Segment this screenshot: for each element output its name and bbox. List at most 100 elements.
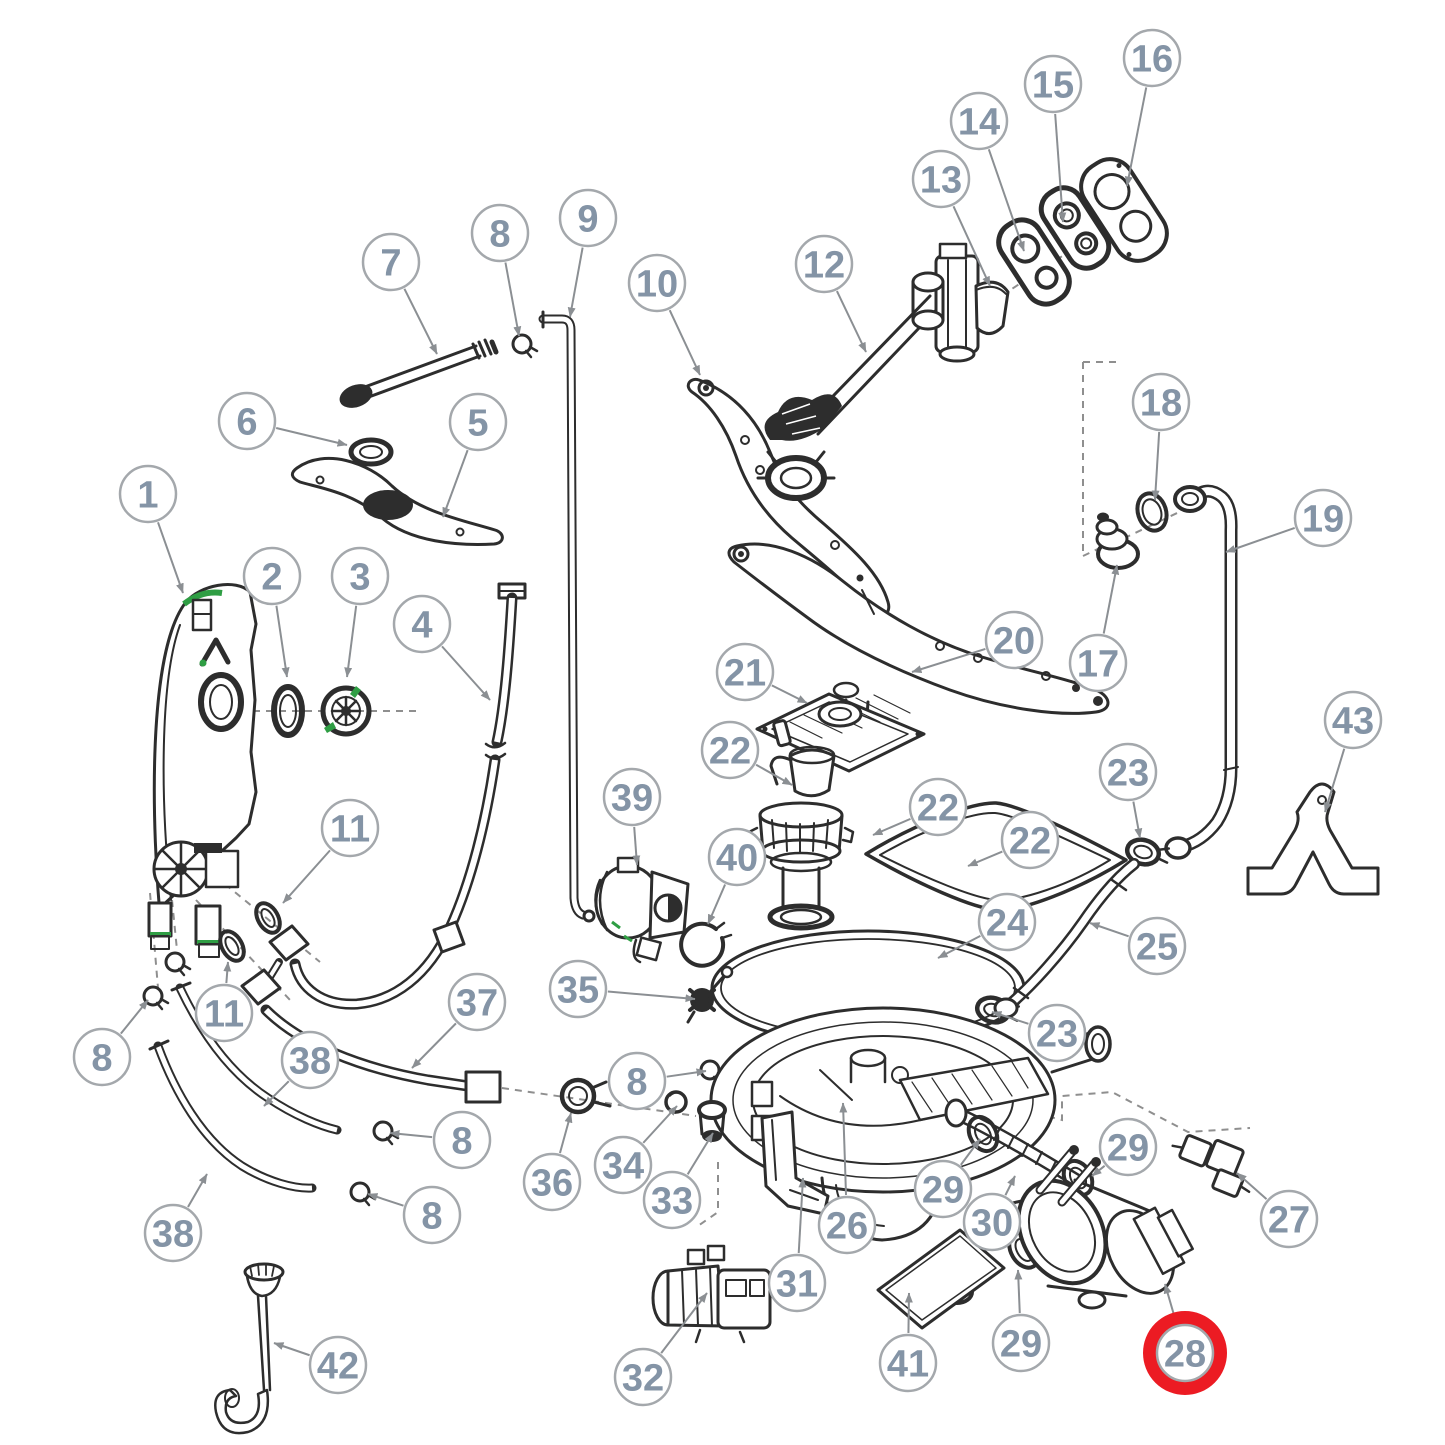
leader-line bbox=[389, 1129, 433, 1139]
callout-24[interactable]: 24 bbox=[937, 892, 1037, 959]
callout-22-2[interactable]: 22 bbox=[872, 777, 968, 837]
callout-number: 20 bbox=[993, 621, 1035, 663]
callout-37[interactable]: 37 bbox=[411, 972, 507, 1069]
callout-circle bbox=[402, 1185, 462, 1245]
leader-line bbox=[686, 1132, 714, 1175]
callout-23-2[interactable]: 23 bbox=[991, 1003, 1087, 1063]
callout-circle bbox=[613, 1347, 673, 1407]
callout-circle bbox=[1098, 1117, 1158, 1177]
callout-2[interactable]: 2 bbox=[242, 546, 302, 678]
leader-line bbox=[707, 884, 727, 925]
callout-number: 29 bbox=[922, 1170, 964, 1212]
callout-31[interactable]: 31 bbox=[767, 1177, 827, 1313]
callout-36[interactable]: 36 bbox=[522, 1112, 582, 1212]
callout-18[interactable]: 18 bbox=[1131, 372, 1191, 501]
callout-number: 19 bbox=[1302, 499, 1344, 541]
leader-line bbox=[275, 427, 348, 447]
callout-12[interactable]: 12 bbox=[794, 234, 867, 353]
leader-line bbox=[157, 521, 184, 594]
callout-number: 38 bbox=[289, 1041, 331, 1083]
callout-8-5[interactable]: 8 bbox=[367, 1185, 462, 1245]
callout-15[interactable]: 15 bbox=[1023, 54, 1083, 223]
callout-16[interactable]: 16 bbox=[1122, 28, 1182, 187]
callout-11[interactable]: 11 bbox=[282, 798, 380, 904]
part-art-small-hoses bbox=[148, 901, 342, 1435]
callout-32[interactable]: 32 bbox=[613, 1292, 708, 1407]
callout-4[interactable]: 4 bbox=[392, 594, 491, 701]
callout-7[interactable]: 7 bbox=[361, 232, 438, 355]
callout-23[interactable]: 23 bbox=[1098, 742, 1158, 839]
callout-circle bbox=[707, 827, 767, 887]
leader-line bbox=[1151, 431, 1161, 501]
callout-number: 33 bbox=[651, 1181, 693, 1223]
leader-line bbox=[1054, 113, 1067, 223]
callout-22-3[interactable]: 22 bbox=[967, 810, 1060, 870]
callout-circle bbox=[715, 642, 775, 702]
callout-30[interactable]: 30 bbox=[962, 1175, 1022, 1252]
callout-39[interactable]: 39 bbox=[602, 767, 662, 866]
callout-circle bbox=[602, 767, 662, 827]
callout-number: 38 bbox=[152, 1214, 194, 1256]
callout-43[interactable]: 43 bbox=[1323, 690, 1383, 813]
callout-3[interactable]: 3 bbox=[330, 546, 390, 678]
callout-1[interactable]: 1 bbox=[118, 464, 184, 594]
callout-34[interactable]: 34 bbox=[593, 1105, 678, 1195]
callout-29-3[interactable]: 29 bbox=[991, 1269, 1051, 1373]
callout-17[interactable]: 17 bbox=[1068, 564, 1128, 693]
callout-number: 21 bbox=[724, 653, 766, 695]
callout-number: 32 bbox=[622, 1358, 664, 1400]
leader-line bbox=[403, 288, 438, 355]
part-art-lower-spray-arm bbox=[291, 437, 504, 546]
callout-number: 34 bbox=[602, 1146, 644, 1188]
callout-number: 18 bbox=[1140, 383, 1182, 425]
callout-42[interactable]: 42 bbox=[273, 1335, 368, 1395]
callout-38[interactable]: 38 bbox=[263, 1030, 340, 1107]
leader-line bbox=[660, 1292, 708, 1354]
callout-21[interactable]: 21 bbox=[715, 642, 808, 704]
callout-19[interactable]: 19 bbox=[1225, 488, 1353, 553]
callout-number: 8 bbox=[91, 1038, 112, 1080]
callout-22[interactable]: 22 bbox=[700, 720, 793, 786]
callout-20[interactable]: 20 bbox=[911, 610, 1044, 673]
callout-number: 14 bbox=[958, 102, 1000, 144]
callout-5[interactable]: 5 bbox=[442, 392, 508, 518]
callout-6[interactable]: 6 bbox=[217, 391, 348, 451]
leader-line bbox=[187, 1173, 208, 1208]
callout-35[interactable]: 35 bbox=[548, 959, 696, 1019]
part-art-mount-bracket bbox=[1246, 782, 1380, 896]
callout-29-2[interactable]: 29 bbox=[1091, 1117, 1158, 1177]
callout-13[interactable]: 13 bbox=[911, 149, 991, 287]
part-art-pump-housing bbox=[147, 583, 258, 958]
callout-circle bbox=[767, 1253, 827, 1313]
callout-circle bbox=[308, 1335, 368, 1395]
callout-14[interactable]: 14 bbox=[949, 91, 1025, 252]
callout-number: 8 bbox=[489, 214, 510, 256]
leader-line bbox=[1323, 748, 1346, 813]
leader-line bbox=[666, 1068, 707, 1078]
callout-27[interactable]: 27 bbox=[1236, 1172, 1319, 1249]
leader-line bbox=[411, 1022, 457, 1069]
callout-11-2[interactable]: 11 bbox=[194, 961, 254, 1043]
callout-8-3[interactable]: 8 bbox=[607, 1051, 707, 1111]
callout-41[interactable]: 41 bbox=[878, 1292, 938, 1393]
callout-circle bbox=[1323, 690, 1383, 750]
leader-line bbox=[839, 1102, 848, 1196]
callout-33[interactable]: 33 bbox=[642, 1132, 714, 1230]
callout-8-2[interactable]: 8 bbox=[72, 999, 149, 1087]
callout-number: 9 bbox=[577, 199, 598, 241]
callout-40[interactable]: 40 bbox=[707, 827, 767, 925]
callout-9[interactable]: 9 bbox=[558, 188, 618, 318]
callout-8[interactable]: 8 bbox=[470, 203, 530, 337]
callout-26[interactable]: 26 bbox=[817, 1102, 877, 1255]
callout-circle bbox=[949, 91, 1009, 151]
callout-28-highlighted[interactable]: 28 bbox=[1143, 1283, 1227, 1395]
callout-38-2[interactable]: 38 bbox=[143, 1173, 208, 1263]
callout-number: 8 bbox=[451, 1121, 472, 1163]
callout-8-4[interactable]: 8 bbox=[389, 1110, 492, 1170]
leader-line bbox=[668, 309, 701, 376]
callout-10[interactable]: 10 bbox=[627, 253, 701, 376]
callout-29[interactable]: 29 bbox=[913, 1138, 981, 1219]
callout-number: 42 bbox=[317, 1346, 359, 1388]
callout-25[interactable]: 25 bbox=[1089, 916, 1187, 976]
callout-number: 40 bbox=[716, 838, 758, 880]
